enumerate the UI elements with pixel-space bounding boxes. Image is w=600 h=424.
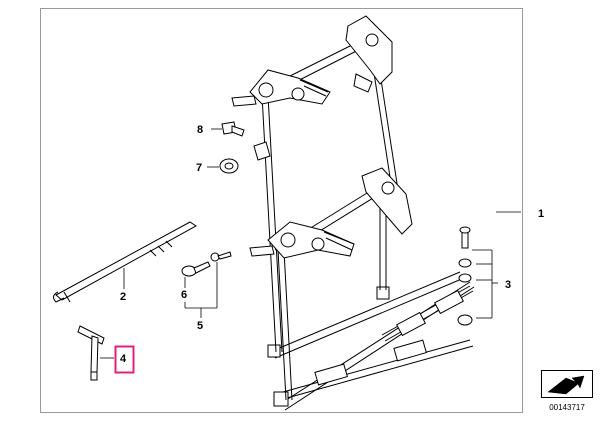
nut-part [219, 158, 239, 174]
document-number: 00143717 [549, 403, 585, 412]
lower-bike-cradle [249, 167, 413, 259]
knob-screw-part [221, 121, 245, 137]
callout-1: 1 [538, 208, 544, 220]
hardware-part [457, 226, 473, 326]
callout-2: 2 [120, 291, 126, 303]
callout-4: 4 [120, 353, 127, 365]
upper-bike-cradle [231, 15, 393, 107]
callout-3: 3 [505, 279, 511, 291]
callout-8: 8 [197, 124, 203, 136]
upright-clamp [253, 141, 271, 161]
key-and-bolt-part [181, 251, 232, 277]
bike-rack-assembly [231, 15, 475, 411]
rear-crossbar [381, 285, 474, 342]
t-key-part [77, 325, 105, 381]
front-crossbar [282, 339, 474, 399]
strap-part [52, 221, 197, 303]
drawing-frame [40, 8, 523, 413]
callout-5: 5 [197, 320, 203, 332]
callout-6: 6 [181, 289, 187, 301]
callout-4-highlight [114, 345, 135, 374]
leader-lines [100, 128, 521, 359]
folded-arrow-icon [541, 370, 593, 398]
callout-7: 7 [196, 162, 202, 174]
